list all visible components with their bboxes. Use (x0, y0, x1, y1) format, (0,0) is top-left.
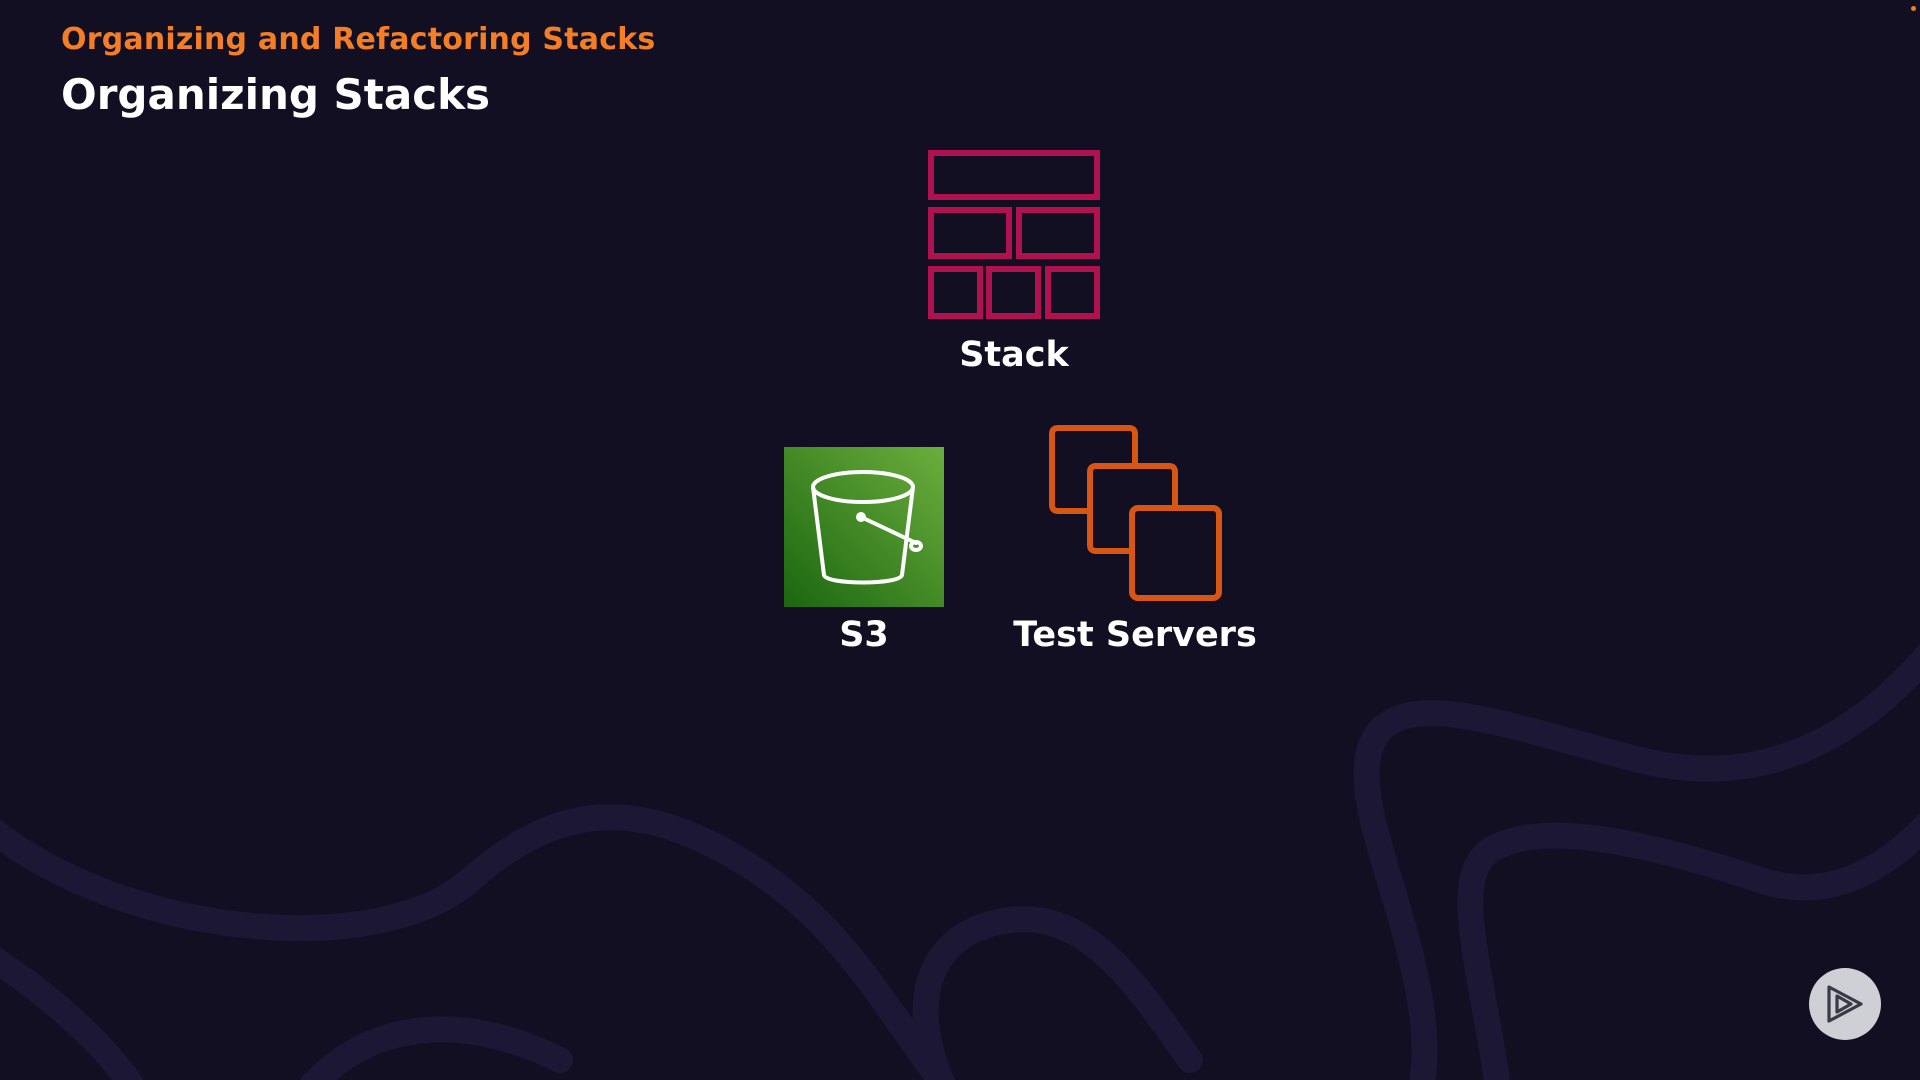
page-title: Organizing Stacks (61, 70, 491, 119)
corner-dot (1911, 6, 1916, 11)
play-button[interactable] (1809, 968, 1881, 1040)
stack-node (928, 150, 1100, 320)
ec2-instances-icon (1049, 425, 1222, 601)
stack-label: Stack (959, 335, 1069, 375)
play-logo-icon (1827, 985, 1863, 1023)
test-servers-label: Test Servers (1013, 615, 1257, 655)
s3-node (784, 447, 944, 607)
test-servers-node (1048, 424, 1223, 602)
s3-label: S3 (839, 615, 889, 655)
s3-bucket-icon (784, 447, 944, 607)
stack-icon (928, 150, 1100, 319)
section-subtitle: Organizing and Refactoring Stacks (61, 22, 656, 57)
